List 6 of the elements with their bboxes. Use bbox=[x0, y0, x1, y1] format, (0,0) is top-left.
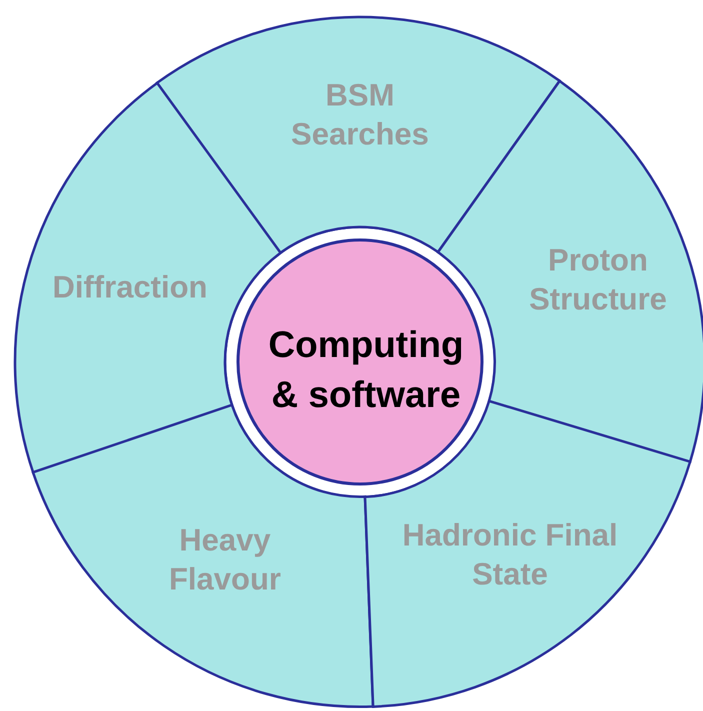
segment-label: Hadronic Final State bbox=[401, 516, 619, 593]
segment-label: Proton Structure bbox=[528, 241, 668, 318]
segment-label: Heavy Flavour bbox=[168, 521, 282, 598]
segment-label: Diffraction bbox=[51, 268, 208, 307]
hub-label: Computing & software bbox=[267, 323, 465, 417]
segment-label: BSM Searches bbox=[290, 76, 430, 153]
